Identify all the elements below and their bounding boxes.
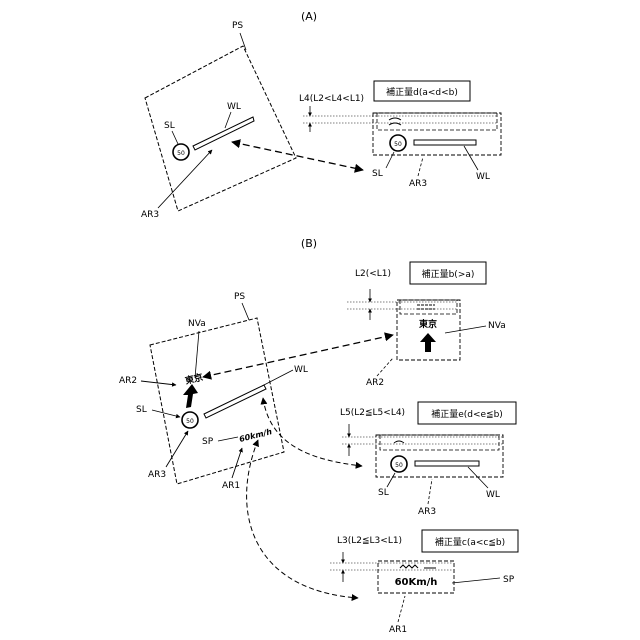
correction-text-a: 補正量d(a<d<b) bbox=[386, 86, 458, 98]
l3-label: L3(L2≦L3<L1) bbox=[337, 536, 402, 546]
ar2-arrow-b bbox=[141, 381, 176, 385]
sl-label-a: SL bbox=[164, 121, 175, 131]
correction-text-c: 補正量c(a<c≦b) bbox=[435, 536, 505, 548]
nva-label-b: NVa bbox=[188, 319, 206, 329]
wl-label-a: WL bbox=[227, 102, 241, 112]
white-line-strip-b bbox=[204, 385, 266, 418]
link-arrow-a bbox=[232, 142, 363, 170]
ar1-arrow-b bbox=[232, 448, 242, 478]
sl-zoom-leader-b bbox=[387, 473, 395, 487]
ps-label-a: PS bbox=[232, 21, 243, 31]
speed-sign-value-a: 50 bbox=[177, 150, 185, 157]
wl-leader-b bbox=[262, 370, 293, 386]
wl-zoom-label-a: WL bbox=[476, 172, 490, 182]
ps-label-b: PS bbox=[234, 292, 245, 302]
ghost-nav-b bbox=[417, 305, 435, 309]
speed-sign-zoom-value-a: 50 bbox=[394, 141, 402, 148]
sp-label-b: SP bbox=[202, 437, 214, 447]
ar3-label-a: AR3 bbox=[141, 210, 159, 220]
wl-zoom-label-b: WL bbox=[486, 490, 500, 500]
sp-leader-b bbox=[218, 437, 238, 441]
speed-sign-zoom-value-b: 50 bbox=[395, 462, 403, 469]
ar2-zoom-label-b: AR2 bbox=[366, 378, 384, 388]
ghost-sign-a bbox=[389, 118, 401, 125]
panel-b-heading: (B) bbox=[301, 237, 317, 250]
wl-leader-a bbox=[225, 112, 231, 128]
l2-label: L2(<L1) bbox=[355, 269, 391, 279]
nva-zoom-label-b: NVa bbox=[488, 321, 506, 331]
l5-label: L5(L2≦L5<L4) bbox=[340, 408, 405, 418]
ar3-zoom-leader-b bbox=[428, 479, 432, 504]
ar3-label-b: AR3 bbox=[148, 470, 166, 480]
nav-arrow-zoom-b bbox=[420, 333, 436, 352]
nav-text-zoom-b: 東京 bbox=[419, 318, 437, 330]
white-line-zoom-b bbox=[415, 461, 479, 466]
sl-zoom-label-a: SL bbox=[372, 169, 383, 179]
panel-a-heading: (A) bbox=[301, 10, 317, 23]
wl-zoom-leader-a bbox=[464, 146, 478, 170]
panel-b: (B) PS 東京 NVa AR2 WL 50 SL AR3 60km/h SP… bbox=[119, 237, 518, 635]
ar1-zoom-leader-b bbox=[398, 596, 405, 622]
sl-label-b: SL bbox=[136, 405, 147, 415]
ps-leader-b bbox=[242, 303, 249, 320]
sl-zoom-leader-a bbox=[386, 152, 394, 168]
sl-leader-a bbox=[172, 131, 178, 144]
ar3-arrow-b bbox=[166, 431, 188, 467]
ghost-speed-b bbox=[400, 565, 436, 568]
ar1-zoom-label-b: AR1 bbox=[389, 625, 407, 635]
nav-arrow-b bbox=[183, 384, 198, 408]
speed-text-b: 60km/h bbox=[238, 427, 273, 444]
ar2-label-b: AR2 bbox=[119, 376, 137, 386]
speed-sign-b: 50 bbox=[182, 412, 198, 428]
correction-text-e: 補正量e(d<e≦b) bbox=[431, 408, 503, 420]
sl-arrow-b bbox=[152, 410, 180, 417]
speed-text-zoom-b: 60Km/h bbox=[395, 577, 438, 588]
ar3-zoom-leader-a bbox=[418, 157, 423, 176]
ar3-zoom-label-b: AR3 bbox=[418, 507, 436, 517]
white-line-zoom-a bbox=[414, 140, 476, 145]
speed-sign-zoom-a: 50 bbox=[390, 135, 406, 151]
panel-a: (A) PS WL 50 SL AR3 補正量d(a<d<b) L4(L2<L4… bbox=[141, 10, 501, 220]
nav-text-b: 東京 bbox=[184, 371, 204, 387]
speed-sign-zoom-b: 50 bbox=[391, 456, 407, 472]
ghost-sign-b bbox=[394, 441, 404, 443]
sl-zoom-label-b: SL bbox=[378, 488, 389, 498]
ar1-label-b: AR1 bbox=[222, 481, 240, 491]
sp-zoom-leader-b bbox=[452, 578, 500, 583]
l4-label: L4(L2<L4<L1) bbox=[299, 94, 364, 104]
wl-label-b: WL bbox=[294, 365, 308, 375]
ar2-zoom-leader-b bbox=[377, 358, 393, 376]
zoom-box-a-inner bbox=[377, 113, 497, 130]
correction-text-b: 補正量b(>a) bbox=[422, 268, 475, 280]
nva-leader-b bbox=[195, 331, 199, 378]
speed-sign-a: 50 bbox=[173, 144, 189, 160]
nva-zoom-leader-b bbox=[445, 326, 486, 333]
ar3-zoom-label-a: AR3 bbox=[409, 179, 427, 189]
speed-sign-value-b: 50 bbox=[186, 418, 194, 425]
sp-zoom-label-b: SP bbox=[503, 575, 515, 585]
link-arrow-b-ar1 bbox=[247, 440, 358, 598]
wl-zoom-leader-b bbox=[468, 467, 488, 488]
